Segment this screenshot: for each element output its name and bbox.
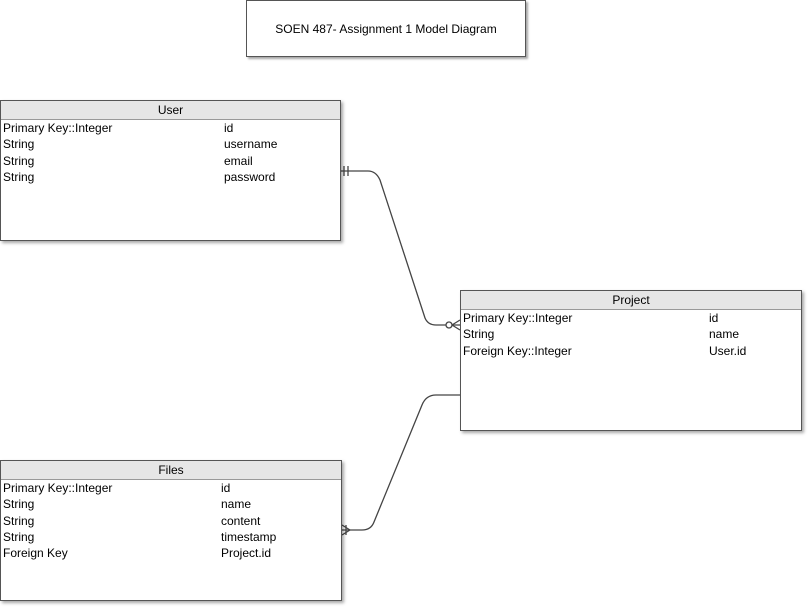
files-end-crow-1: [341, 524, 351, 531]
attribute-name: id: [709, 311, 719, 325]
entity-user[interactable]: User Primary Key::Integer id String user…: [0, 100, 341, 241]
attribute-type: Primary Key::Integer: [463, 311, 573, 325]
project-end-crow-2: [451, 324, 461, 331]
entity-project-header: Project: [461, 291, 801, 310]
attribute-name: id: [224, 121, 234, 135]
attribute-row: Primary Key::Integer id: [461, 310, 801, 326]
attribute-row: Foreign Key Project.id: [1, 545, 341, 561]
attribute-type: String: [463, 327, 495, 342]
attribute-type: Foreign Key::Integer: [463, 343, 572, 358]
project-end-zero-circle: [445, 321, 453, 329]
attribute-row: String username: [1, 136, 340, 152]
attribute-name: Project.id: [221, 546, 272, 561]
attribute-row: Foreign Key::Integer User.id: [461, 343, 801, 359]
entity-files[interactable]: Files Primary Key::Integer id String nam…: [0, 460, 342, 601]
attribute-name: email: [224, 153, 253, 168]
attribute-type: String: [3, 529, 35, 544]
attribute-name: id: [221, 481, 231, 495]
attribute-row: String content: [1, 513, 341, 529]
project-files-relationship[interactable]: [341, 394, 460, 536]
attribute-row: String name: [461, 326, 801, 342]
attribute-type: String: [3, 169, 35, 184]
diagram-title-box[interactable]: SOEN 487- Assignment 1 Model Diagram: [246, 0, 526, 57]
attribute-type: String: [3, 497, 35, 512]
entity-project[interactable]: Project Primary Key::Integer id String n…: [460, 290, 802, 431]
project-end-crow-1: [451, 319, 461, 326]
attribute-name: content: [221, 513, 261, 528]
attribute-name: username: [224, 137, 278, 152]
attribute-name: timestamp: [221, 529, 277, 544]
attribute-type: Primary Key::Integer: [3, 121, 113, 135]
attribute-name: password: [224, 169, 276, 184]
attribute-row: String name: [1, 496, 341, 512]
attribute-type: Foreign Key: [3, 546, 68, 561]
user-project-relationship[interactable]: [341, 166, 461, 331]
entity-user-header: User: [1, 101, 340, 120]
attribute-row: Primary Key::Integer id: [1, 480, 341, 496]
diagram-title: SOEN 487- Assignment 1 Model Diagram: [275, 21, 497, 36]
attribute-row: String timestamp: [1, 529, 341, 545]
attribute-type: String: [3, 137, 35, 152]
entity-files-header: Files: [1, 461, 341, 480]
attribute-row: String email: [1, 153, 340, 169]
attribute-name: name: [221, 497, 252, 512]
attribute-type: String: [3, 513, 35, 528]
attribute-name: User.id: [709, 343, 747, 358]
files-end-crow-2: [341, 529, 351, 536]
attribute-name: name: [709, 327, 740, 342]
attribute-type: Primary Key::Integer: [3, 481, 113, 495]
attribute-type: String: [3, 153, 35, 168]
attribute-row: Primary Key::Integer id: [1, 120, 340, 136]
attribute-row: String password: [1, 169, 340, 185]
user-project-line: [341, 170, 460, 326]
project-files-line: [342, 394, 460, 531]
